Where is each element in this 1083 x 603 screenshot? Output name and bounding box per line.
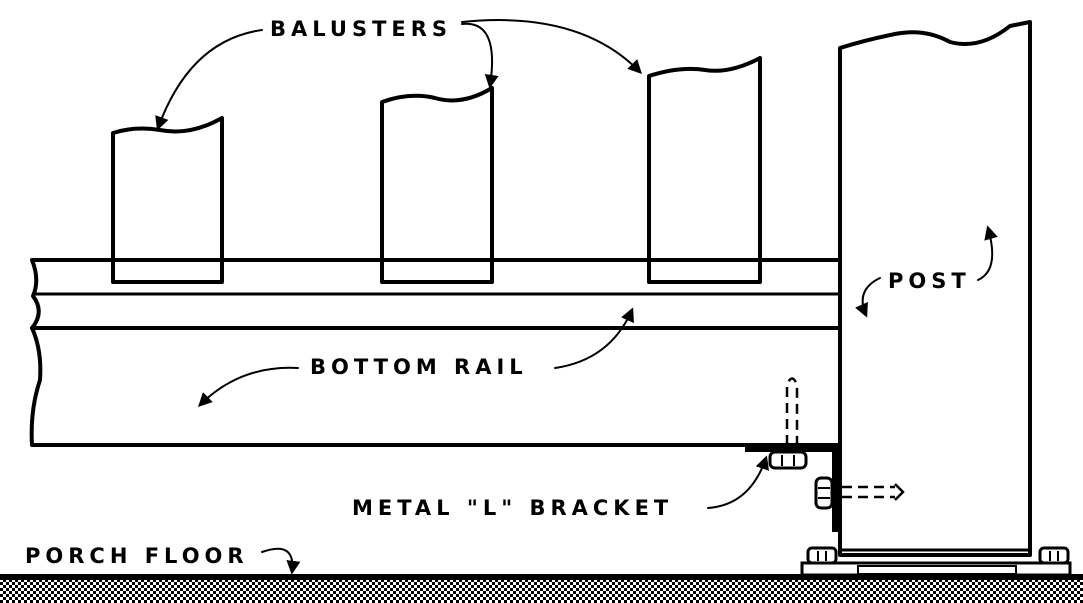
label-bottom-rail: BOTTOM RAIL — [310, 355, 528, 379]
base-bolt-right — [1038, 546, 1070, 565]
label-balusters: BALUSTERS — [270, 17, 452, 41]
porch-floor-leader — [261, 547, 301, 575]
hidden-lag-screw — [842, 483, 905, 501]
post-base-plate — [800, 561, 1072, 577]
label-post: POST — [888, 269, 971, 293]
post — [838, 20, 1032, 557]
porch-floor — [0, 574, 1083, 603]
baluster-2 — [380, 86, 494, 284]
bottom-rail-leaders — [198, 307, 634, 407]
baluster-3 — [647, 56, 762, 284]
metal-l-bracket — [745, 445, 838, 532]
bottom-rail — [29, 258, 840, 447]
hidden-screw-vertical — [785, 377, 799, 445]
post-leaders — [855, 225, 998, 318]
base-bolt-left — [806, 546, 838, 565]
label-metal-l-bracket: METAL "L" BRACKET — [352, 496, 673, 520]
baluster-1 — [111, 116, 224, 284]
balusters-leaders — [155, 19, 642, 131]
label-porch-floor: PORCH FLOOR — [25, 544, 249, 568]
bracket-leader — [707, 455, 770, 509]
